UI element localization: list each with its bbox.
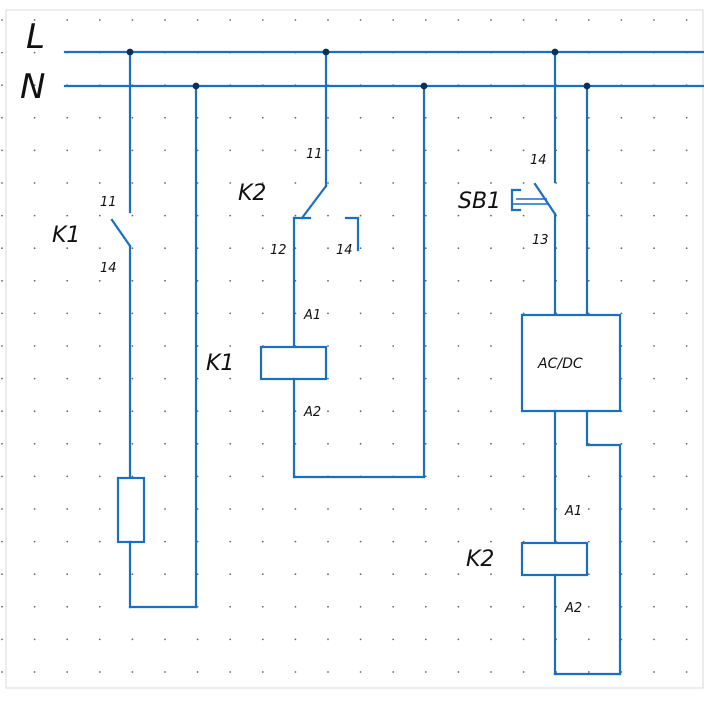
k2-contact-blade [300,184,328,220]
acdc-module-label: AC/DC [537,356,583,372]
k1-coil-pin-a1: A1 [303,308,321,323]
junction-dot [192,82,200,90]
sb1-pushbutton-head [510,188,522,212]
k1-contact-pin-11: 11 [100,195,117,210]
rail-n-label: N [20,67,45,107]
k2-coil-pin-a1: A1 [564,504,582,519]
k1-coil [259,345,328,381]
acdc-module [520,313,622,413]
sb1-label: SB1 [458,189,501,214]
heater-element [116,476,146,544]
k1-contact-pin-14: 14 [100,261,117,276]
branch-k2-k1coil [259,50,426,479]
k2-contact-pin-11: 11 [306,147,323,162]
k1-coil-label: K1 [206,351,234,376]
k1-contact-label: K1 [52,223,80,248]
k1-coil-pin-a2: A2 [303,405,321,420]
junction-dot [322,48,330,56]
rail-l-label: L [26,17,45,57]
k2-coil-pin-a2: A2 [564,601,582,616]
junction-dot [420,82,428,90]
junction-dot [551,48,559,56]
k2-coil-label: K2 [466,547,494,572]
k2-contact-no-stub [344,216,360,252]
k2-contact-pin-14: 14 [336,243,353,258]
k2-contact-pin-12: 12 [270,243,287,258]
junction-dot [126,48,134,56]
k2-coil [520,541,589,577]
branch-k1-heater [110,50,198,609]
sheet-frame [5,9,704,689]
branch-sb1-acdc-k2coil [510,50,622,676]
junction-dot [583,82,591,90]
sb1-pin-13: 13 [532,233,549,248]
k1-contact-blade [110,218,132,248]
sb1-pin-14: 14 [530,153,547,168]
k2-contact-label: K2 [238,181,266,206]
